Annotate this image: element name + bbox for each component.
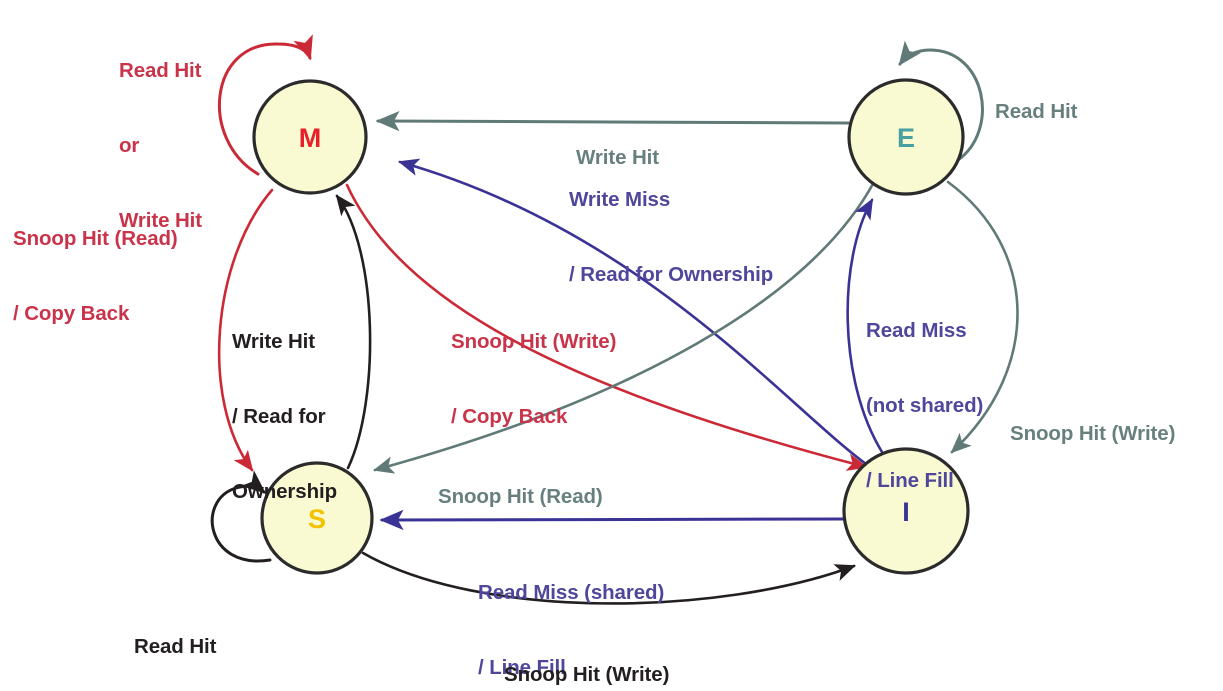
label-m-self-line3: Write Hit (119, 209, 203, 232)
label-i-to-e: Read Miss (not shared) / Line Fill (866, 268, 983, 543)
edge-m-to-i (345, 183, 869, 471)
label-s-self-loop: Read Hit or Snoop Hit (Read) (134, 584, 299, 691)
edge-i-to-m (397, 158, 868, 466)
node-S-label: S (308, 504, 326, 534)
label-m-to-i-line1: Snoop Hit (Write) (451, 330, 617, 353)
edge-e-to-s (372, 180, 876, 474)
edge-s-to-m (335, 194, 372, 470)
label-m-to-i-line2: / Copy Back (451, 405, 568, 428)
label-i-to-m: Write Miss / Read for Ownership (569, 137, 773, 337)
label-s-to-m-line1: Write Hit (232, 330, 316, 353)
label-e-to-m-text: Write Hit (576, 146, 660, 169)
edge-m-to-s (217, 188, 274, 472)
label-i-to-m-line2: / Read for Ownership (569, 263, 774, 286)
label-m-to-s: Snoop Hit (Read) / Copy Back (13, 176, 178, 376)
label-e-self-text: Read Hit (995, 100, 1078, 123)
node-E-circle[interactable] (847, 78, 965, 196)
edge-e-to-i (946, 180, 1019, 454)
label-e-self-loop: Read Hit (995, 49, 1077, 174)
label-m-self-loop: Read Hit or Write Hit (119, 8, 202, 283)
edge-i-to-e (846, 198, 884, 454)
edge-e-self-loop (898, 40, 984, 162)
node-S[interactable]: S (260, 461, 374, 575)
node-E-label: E (897, 123, 915, 153)
label-s-self-line1: Read Hit (134, 635, 217, 658)
node-M[interactable]: M (252, 79, 368, 195)
label-m-to-s-line2: / Copy Back (13, 302, 130, 325)
edge-s-self-loop (210, 470, 272, 563)
label-i-to-m-line1: Write Miss (569, 188, 671, 211)
node-M-circle[interactable] (252, 79, 368, 195)
node-S-circle[interactable] (260, 461, 374, 575)
label-i-to-s-line1: Read Miss (shared) (478, 581, 665, 604)
edge-m-self-loop (217, 34, 313, 176)
label-s-to-i: Snoop Hit (Write) (504, 612, 669, 691)
node-M-label: M (299, 123, 322, 153)
label-i-to-s: Read Miss (shared) / Line Fill (478, 530, 664, 691)
label-e-to-s-text: Snoop Hit (Read) (438, 485, 603, 508)
label-s-to-m: Write Hit / Read for Ownership (232, 279, 337, 554)
label-s-to-i-text: Snoop Hit (Write) (504, 663, 670, 686)
node-I[interactable]: I (842, 447, 970, 575)
node-I-circle[interactable] (842, 447, 970, 575)
label-m-to-i: Snoop Hit (Write) / Copy Back (451, 279, 616, 479)
label-e-to-i-text: Snoop Hit (Write) (1010, 422, 1176, 445)
node-I-label: I (902, 497, 910, 527)
edge-s-to-i (361, 551, 856, 605)
label-s-to-m-line2: / Read for (232, 405, 326, 428)
edge-i-to-s (379, 509, 845, 531)
label-m-self-line1: Read Hit (119, 59, 202, 82)
edge-e-to-m (375, 110, 850, 132)
label-i-to-e-line3: / Line Fill (866, 469, 954, 492)
label-m-self-line2: or (119, 134, 140, 157)
label-e-to-s: Snoop Hit (Read) (438, 434, 603, 559)
label-s-to-m-line3: Ownership (232, 480, 338, 503)
label-m-to-s-line1: Snoop Hit (Read) (13, 227, 178, 250)
node-E[interactable]: E (847, 78, 965, 196)
label-e-to-m: Write Hit (576, 95, 659, 220)
label-i-to-e-line2: (not shared) (866, 394, 984, 417)
label-i-to-s-line2: / Line Fill (478, 656, 566, 679)
label-e-to-i: Snoop Hit (Write) (1010, 371, 1175, 496)
label-i-to-e-line1: Read Miss (866, 319, 967, 342)
